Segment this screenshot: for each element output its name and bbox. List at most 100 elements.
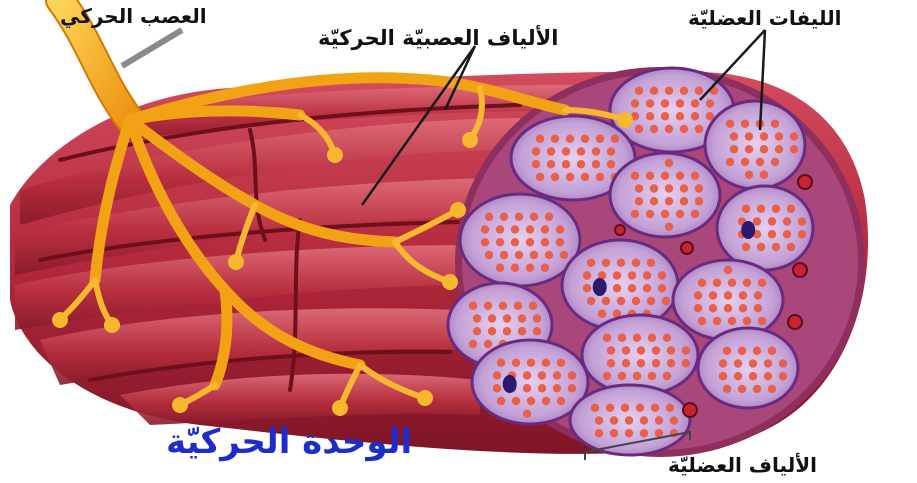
myofibril (756, 158, 764, 166)
myofibril (577, 147, 585, 155)
myofibril (621, 404, 629, 412)
myofibril (587, 297, 595, 305)
myofibril (775, 132, 783, 140)
myofibril (496, 264, 504, 272)
myofibril (730, 145, 738, 153)
myofibril (533, 314, 541, 322)
myofibril (497, 397, 505, 405)
myofibril (602, 259, 610, 267)
myofibril (637, 359, 645, 367)
myofibril (713, 279, 721, 287)
myofibril (545, 213, 553, 221)
myofibril (635, 197, 643, 205)
myofibril (631, 99, 639, 107)
myofibril (661, 99, 669, 107)
myofibril (587, 259, 595, 267)
myofibril (723, 385, 731, 393)
myofibril (743, 317, 751, 325)
myofibril (661, 112, 669, 120)
myofibril (596, 173, 604, 181)
myofibril (538, 371, 546, 379)
myofibril (757, 243, 765, 251)
myofibril (527, 397, 535, 405)
myofibril (743, 279, 751, 287)
myofibril (726, 120, 734, 128)
myofibril (562, 147, 570, 155)
myofibril (772, 243, 780, 251)
myofibril (484, 340, 492, 348)
myofibril (557, 397, 565, 405)
myofibril (536, 173, 544, 181)
myofibril (560, 251, 568, 259)
myofibril (790, 145, 798, 153)
myofibril (680, 125, 688, 133)
myofibril (764, 359, 772, 367)
motor-nerve-pointer (122, 30, 182, 66)
myofibril (783, 230, 791, 238)
myofibril (530, 251, 538, 259)
myofibril (798, 230, 806, 238)
label-myofibrils: الليفات العضليّة (688, 8, 841, 28)
muscle-fiber (705, 101, 805, 189)
myofibril (738, 347, 746, 355)
myofibril (551, 135, 559, 143)
myofibril (738, 385, 746, 393)
myofibril (618, 334, 626, 342)
myofibril (631, 172, 639, 180)
myofibril (661, 172, 669, 180)
myofibril (607, 147, 615, 155)
myofibril (787, 205, 795, 213)
myofibril (562, 160, 570, 168)
label-muscle-fibers: الألياف العضليّة (668, 455, 817, 475)
myofibril (532, 147, 540, 155)
myofibril (503, 327, 511, 335)
myofibril (533, 327, 541, 335)
myofibril (613, 271, 621, 279)
myofibril (526, 238, 534, 246)
myofibril (628, 284, 636, 292)
myofibril (643, 284, 651, 292)
myofibril (469, 302, 477, 310)
myofibril (771, 158, 779, 166)
myofibril (511, 238, 519, 246)
myofibril (493, 384, 501, 392)
myofibril (665, 159, 673, 167)
myofibril (680, 87, 688, 95)
myofibril (651, 404, 659, 412)
myofibril (647, 297, 655, 305)
myofibril (611, 135, 619, 143)
myofibril (500, 251, 508, 259)
myofibril (556, 238, 564, 246)
myofibril (661, 210, 669, 218)
myofibril (542, 359, 550, 367)
myofibril (723, 347, 731, 355)
myofibril (676, 210, 684, 218)
myofibril (663, 372, 671, 380)
myofibril (734, 372, 742, 380)
myofibril (698, 317, 706, 325)
myofibril (532, 160, 540, 168)
myofibril (694, 291, 702, 299)
myofibril (682, 359, 690, 367)
myofibril (617, 259, 625, 267)
myofibril (758, 317, 766, 325)
myofibril (536, 135, 544, 143)
myofibril (667, 359, 675, 367)
myofibril (676, 112, 684, 120)
myofibril (527, 359, 535, 367)
myofibril (775, 145, 783, 153)
myofibril (670, 416, 678, 424)
myofibril (545, 251, 553, 259)
myofibril (758, 279, 766, 287)
myofibril (568, 384, 576, 392)
myofibril (665, 223, 673, 231)
myofibril (724, 291, 732, 299)
myofibril (526, 264, 534, 272)
myofibril (591, 404, 599, 412)
myofibril (650, 197, 658, 205)
myofibril (658, 271, 666, 279)
myofibril (706, 99, 714, 107)
myofibril (749, 359, 757, 367)
myofibril (768, 217, 776, 225)
myofibril (595, 416, 603, 424)
